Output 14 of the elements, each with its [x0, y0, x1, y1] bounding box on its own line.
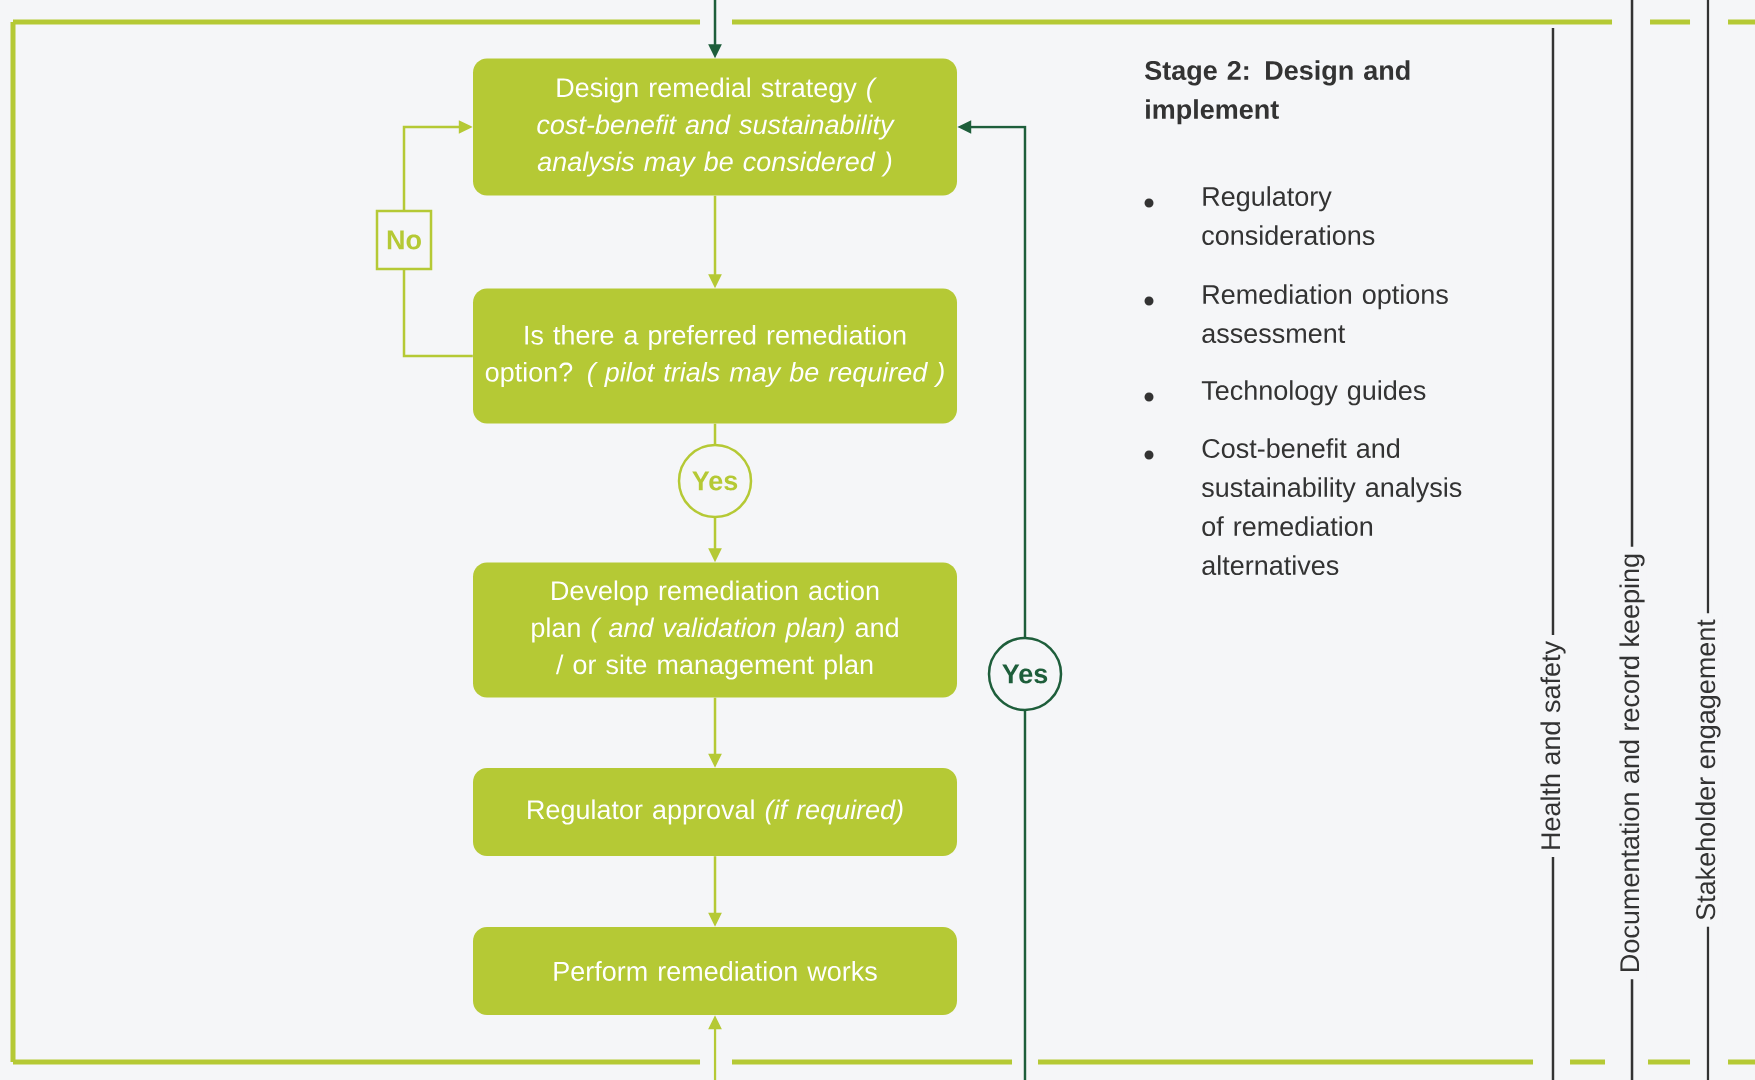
process-box: Perform remediation works: [473, 927, 957, 1015]
bullet-item: Regulatory considerations: [1144, 186, 1375, 245]
heading: Stage 2: Design and implement: [1145, 60, 1410, 125]
vertical-label: Documentation and record keeping: [1617, 546, 1647, 980]
bullet-item: Remediation options assessment: [1144, 284, 1448, 343]
process-box: Develop remediation action plan ( and validation plan) and / or site management plan: [473, 562, 957, 698]
edge-label: No: [375, 209, 433, 271]
bullet-item: Technology guides: [1144, 380, 1426, 406]
vertical-label: Stakeholder engagement: [1693, 613, 1723, 927]
process-box: Design remedial strategy ( cost-benefit and sustainability analysis may be considered ): [473, 58, 957, 196]
bullet-item: Cost-benefit and sustainability analysis of remediation alternatives: [1144, 438, 1462, 576]
process-box: Is there a preferred remediation option? ( pilot trials may be required ): [473, 288, 957, 424]
process-box: Regulator approval (if required): [473, 768, 957, 856]
vertical-label: Health and safety: [1538, 634, 1568, 858]
